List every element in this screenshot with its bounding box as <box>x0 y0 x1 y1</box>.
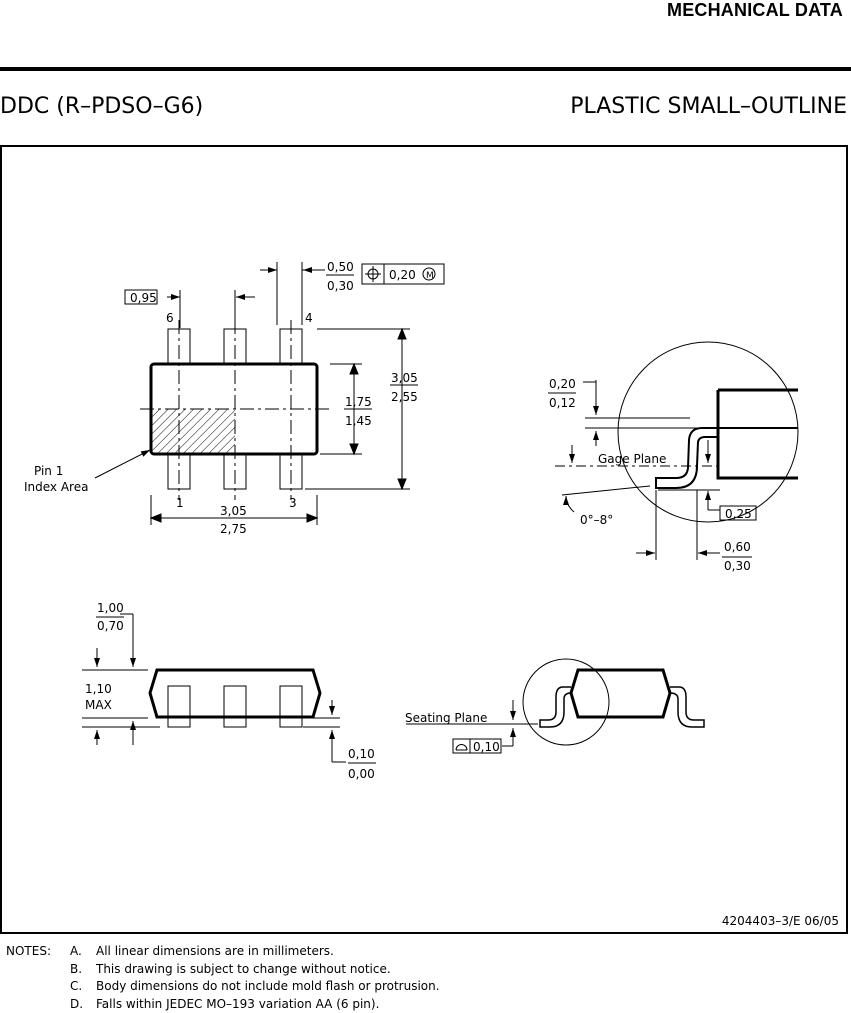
detail-labels: 0,20 0,12 Gage Plane 0°–8° 0,25 0,60 0,3… <box>549 377 752 573</box>
pin1-label-1: Pin 1 <box>34 464 63 478</box>
height-line-1: 1,10 <box>85 682 112 696</box>
foot-max: 0,60 <box>724 540 751 554</box>
pin-6-label: 6 <box>166 311 174 325</box>
lead-width-max: 0,50 <box>327 260 354 274</box>
length-max: 3,05 <box>220 504 247 518</box>
body-width-min: 1,45 <box>345 414 372 428</box>
seating-plane-labels: Seating Plane 0,10 <box>405 711 500 754</box>
seating-plane-view <box>406 659 704 753</box>
lead-detail-view <box>548 342 798 560</box>
body-width-max: 1,75 <box>345 395 372 409</box>
note-d: D.Falls within JEDEC MO–193 variation AA… <box>70 996 379 1013</box>
position-tol: 0,20 <box>389 268 416 282</box>
gage-plane-label: Gage Plane <box>598 452 666 466</box>
pin-4-label: 4 <box>305 311 313 325</box>
overall-width-max: 3,05 <box>391 371 418 385</box>
standoff-max: 1,00 <box>97 601 124 615</box>
notes-label: NOTES: <box>6 943 51 961</box>
lead-thk-max: 0,20 <box>549 377 576 391</box>
pin1-label-2: Index Area <box>24 480 88 494</box>
length-min: 2,75 <box>220 522 247 536</box>
pin-3-label: 3 <box>289 496 297 510</box>
side-view-labels: 1,00 0,70 1,10 MAX 0,10 0,00 <box>85 601 375 781</box>
note-c: C.Body dimensions do not include mold fl… <box>70 978 440 996</box>
flatness-value: 0,10 <box>473 740 500 754</box>
note-b: B.This drawing is subject to change with… <box>70 961 391 979</box>
lead-thk-min: 0,12 <box>549 396 576 410</box>
overall-width-min: 2,55 <box>391 390 418 404</box>
mmc-symbol: M <box>426 271 434 281</box>
seating-plane-label: Seating Plane <box>405 711 487 725</box>
lift-min: 0,00 <box>348 767 375 781</box>
pin-1-label: 1 <box>176 496 184 510</box>
lead-width-min: 0,30 <box>327 279 354 293</box>
height-line-2: MAX <box>85 698 112 712</box>
side-body <box>150 670 320 717</box>
drawing-number: 4204403–3/E 06/05 <box>722 914 839 928</box>
pitch-label: 0,95 <box>130 291 157 305</box>
angle-label: 0°–8° <box>580 513 613 527</box>
top-view-labels: 0,95 0,50 0,30 0,20 M 6 4 1 3 1,75 1,45 … <box>24 260 434 536</box>
standoff-min: 0,70 <box>97 619 124 633</box>
lift-max: 0,10 <box>348 747 375 761</box>
pin1-index-area <box>152 409 235 453</box>
gage-value: 0,25 <box>725 507 752 521</box>
note-a: A.All linear dimensions are in millimete… <box>70 943 334 961</box>
foot-min: 0,30 <box>724 559 751 573</box>
side-view <box>82 614 376 763</box>
